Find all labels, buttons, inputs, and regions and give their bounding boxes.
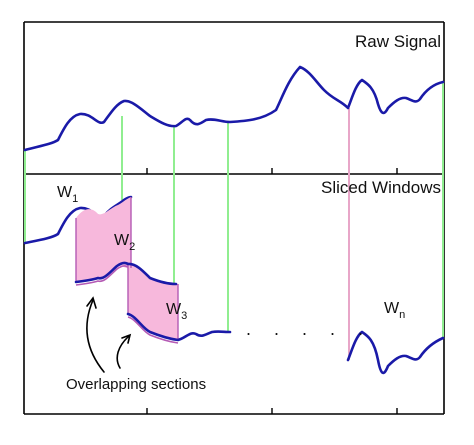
window-3-letter: W — [166, 301, 182, 318]
sliced-windows-title: Sliced Windows — [321, 178, 441, 197]
window-3-overlap-edge — [127, 316, 179, 344]
overlap-annotation: Overlapping sections — [66, 376, 206, 393]
window-2-label: W2 — [114, 232, 135, 253]
axis-ticks — [146, 168, 398, 414]
window-2-index: 2 — [129, 241, 135, 253]
window-2-letter: W — [114, 232, 130, 249]
arrowhead — [121, 333, 132, 344]
window-n-curve — [346, 330, 445, 375]
window-3-curve — [126, 312, 232, 342]
window-1-index: 1 — [72, 193, 78, 205]
overlap-edges — [75, 197, 179, 340]
window-3-index: 3 — [181, 310, 187, 322]
raw-signal-title: Raw Signal — [355, 32, 441, 51]
window-boundaries — [24, 82, 444, 360]
window-n-index: n — [399, 309, 405, 321]
arrow-to-overlap-2 — [116, 335, 130, 369]
window-1-letter: W — [57, 184, 73, 201]
window-2-curve — [74, 261, 178, 286]
arrow-to-overlap-1 — [86, 299, 105, 373]
overlap-region-1 — [76, 197, 131, 282]
pointer-arrows — [86, 296, 132, 373]
ellipsis: . . . . . — [246, 319, 372, 339]
window-2-overlap-edge — [75, 265, 129, 286]
window-3-label: W3 — [166, 301, 187, 322]
window-1-label: W1 — [57, 184, 78, 205]
window-n-letter: W — [384, 300, 400, 317]
window-n-label: Wn — [384, 300, 405, 321]
raw-signal-curve — [23, 65, 445, 152]
arrowhead — [86, 296, 97, 309]
